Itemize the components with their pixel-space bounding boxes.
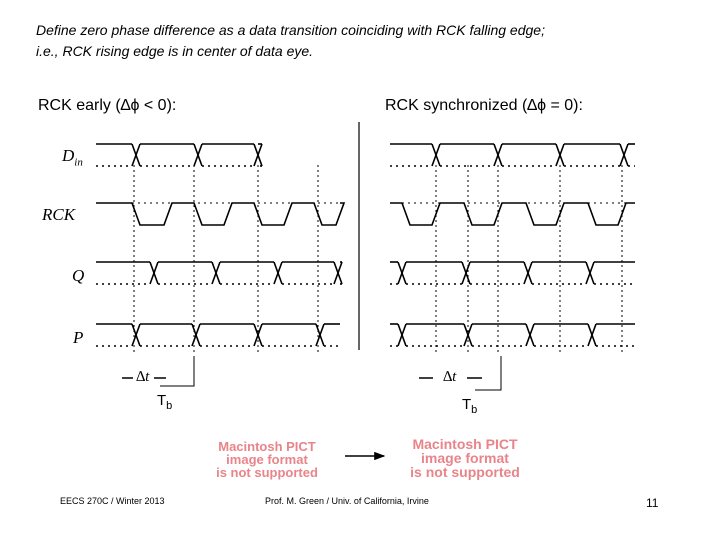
p-right-cross-b-3 [587, 323, 597, 347]
p-right-cross-b-0 [397, 323, 407, 347]
din-left-cross-b-1 [193, 143, 203, 167]
q-left-cross-b-3 [333, 261, 343, 285]
pict-left-line-2: image format [226, 452, 308, 467]
din-right-cross-b-3 [619, 143, 629, 167]
rck-right-waveform [390, 202, 635, 226]
q-right-cross-b-0 [397, 261, 407, 285]
p-right-cross-b-2 [525, 323, 535, 347]
tb-right-sub: b [471, 404, 478, 416]
delta-t-right-label: ∆t [443, 369, 457, 385]
pict-placeholder-right: Macintosh PICT image format is not suppo… [392, 437, 538, 479]
p-left-cross-b-0 [131, 323, 141, 347]
din-right-cross-b-2 [555, 143, 565, 167]
pict-placeholder-left: Macintosh PICT image format is not suppo… [203, 440, 331, 479]
left-panel-title: RCK early (∆ϕ < 0): [38, 97, 177, 114]
p-label: P [73, 328, 84, 347]
p-left-cross-b-1 [191, 323, 201, 347]
pict-left-line-3: is not supported [216, 465, 318, 480]
delta-t-left-label: ∆t [136, 369, 150, 385]
pict-right-line-3: is not supported [410, 464, 520, 480]
q-label: Q [72, 266, 85, 285]
intro-text: Define zero phase difference as a data t… [36, 20, 686, 62]
q-right-cross-b-3 [585, 261, 595, 285]
q-left-cross-b-0 [149, 261, 159, 285]
tb-left-label: Tb [157, 392, 172, 412]
footer-course: EECS 270C / Winter 2013 [60, 496, 165, 506]
p-left-cross-b-3 [315, 323, 325, 347]
pict-right-line-2: image format [421, 450, 509, 466]
din-left-cross-b-0 [131, 143, 141, 167]
q-right-cross-b-1 [461, 261, 471, 285]
waveforms [96, 143, 635, 352]
din-label-main: D [62, 146, 75, 165]
tb-left-main: T [157, 392, 167, 409]
tb-left-sub: b [166, 400, 173, 412]
tb-right-main: T [462, 396, 472, 413]
din-label-sub: in [74, 156, 83, 169]
pict-left-line-1: Macintosh PICT [218, 439, 316, 454]
din-left-cross-b-2 [253, 143, 263, 167]
din-right-cross-b-0 [431, 143, 441, 167]
q-left-cross-b-2 [273, 261, 283, 285]
rck-label: RCK [42, 205, 76, 224]
footer-author: Prof. M. Green / Univ. of California, Ir… [265, 496, 429, 506]
q-left-cross-b-1 [211, 261, 221, 285]
tb-right-bracket [475, 356, 502, 391]
tb-left-bracket [160, 356, 195, 387]
intro-line-1: Define zero phase difference as a data t… [36, 22, 545, 38]
q-right-cross-b-2 [523, 261, 533, 285]
page-number: 11 [646, 496, 659, 510]
right-panel-title: RCK synchronized (∆ϕ = 0): [385, 97, 583, 114]
pict-right-line-1: Macintosh PICT [412, 436, 518, 452]
intro-line-2: i.e., RCK rising edge is in center of da… [36, 43, 314, 59]
tb-right-label: Tb [462, 396, 477, 416]
rck-left-waveform [96, 202, 346, 226]
din-right-cross-b-1 [493, 143, 503, 167]
din-label: Din [62, 146, 83, 168]
